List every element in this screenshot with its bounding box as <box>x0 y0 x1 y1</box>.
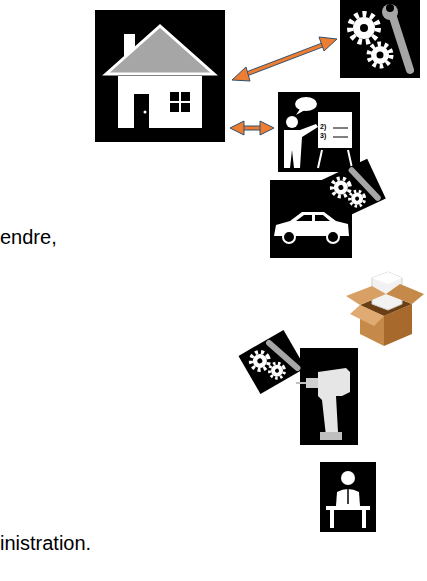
door-knob <box>144 111 147 114</box>
wrench-jaw <box>386 4 394 12</box>
tie <box>347 489 349 504</box>
desk <box>326 506 370 510</box>
gears-patch <box>320 159 386 221</box>
arrow-head <box>319 37 337 51</box>
cut-off-text: endre, <box>0 225 57 249</box>
head <box>341 471 355 485</box>
box-flap <box>346 286 386 305</box>
icon-ground <box>238 330 305 394</box>
wall <box>118 76 202 128</box>
speech-bubble <box>295 97 317 111</box>
cube-top <box>372 272 402 284</box>
cut-off-text: inistration. <box>0 531 91 555</box>
box-flap <box>350 305 384 326</box>
battery <box>320 432 342 440</box>
arrow-outline <box>244 44 325 75</box>
icon-ground <box>340 0 420 78</box>
window <box>170 92 190 112</box>
gear-hole <box>360 24 368 32</box>
wheel <box>327 231 339 243</box>
car-icon <box>270 159 386 258</box>
arrow-outline <box>242 126 262 131</box>
arrow-shaft <box>242 127 262 130</box>
board-leg <box>348 150 352 168</box>
gears-wrench-icon <box>340 0 420 78</box>
icon-ground <box>320 462 376 532</box>
gear-teeth <box>267 360 287 380</box>
gears-patch <box>238 330 305 394</box>
gear-teeth <box>350 14 378 42</box>
drill-icon <box>238 330 358 445</box>
double-arrow <box>230 121 274 135</box>
gear-teeth <box>329 175 353 199</box>
board-line <box>333 128 348 129</box>
arrow-head <box>230 121 244 135</box>
gear-teeth <box>369 44 391 66</box>
icon-ground <box>278 92 360 172</box>
gear-hole <box>377 52 384 59</box>
torso <box>336 489 360 506</box>
drill-chuck <box>306 378 318 388</box>
icon-ground <box>320 159 386 221</box>
gear-hole <box>338 184 345 191</box>
board <box>318 112 352 148</box>
board-leg <box>318 150 322 168</box>
wheel <box>283 231 295 243</box>
desk-leg <box>330 510 334 528</box>
speech-tail <box>296 109 305 115</box>
box-icon <box>346 272 424 346</box>
board-number: 2) <box>320 123 326 131</box>
window-bar <box>170 101 190 103</box>
icon-ground <box>95 10 225 142</box>
box-flap <box>386 284 424 304</box>
gear-teeth <box>248 349 273 374</box>
roof <box>106 26 214 74</box>
office-worker-icon <box>320 462 376 532</box>
arrow-head <box>232 67 250 81</box>
wrench-jaw <box>382 4 398 20</box>
icon-ground <box>300 348 358 445</box>
gear <box>353 17 375 39</box>
door <box>134 94 149 128</box>
gear-teeth <box>347 189 367 209</box>
desk-leg <box>362 510 366 528</box>
head <box>286 116 298 128</box>
drill-body <box>318 368 350 436</box>
double-arrow <box>232 37 337 81</box>
wrench <box>392 14 410 70</box>
arrow-head <box>260 121 274 135</box>
house-icon <box>95 10 225 142</box>
board-line <box>333 137 348 138</box>
gear-hole <box>354 196 359 201</box>
car-window <box>296 215 330 221</box>
drill-bit <box>296 382 306 384</box>
gear-hole <box>256 358 263 365</box>
board-number: 3) <box>320 132 326 140</box>
gear-hole <box>274 368 279 373</box>
presentation-icon <box>278 92 360 172</box>
arrow-shaft <box>244 44 325 75</box>
presenter <box>284 124 318 168</box>
